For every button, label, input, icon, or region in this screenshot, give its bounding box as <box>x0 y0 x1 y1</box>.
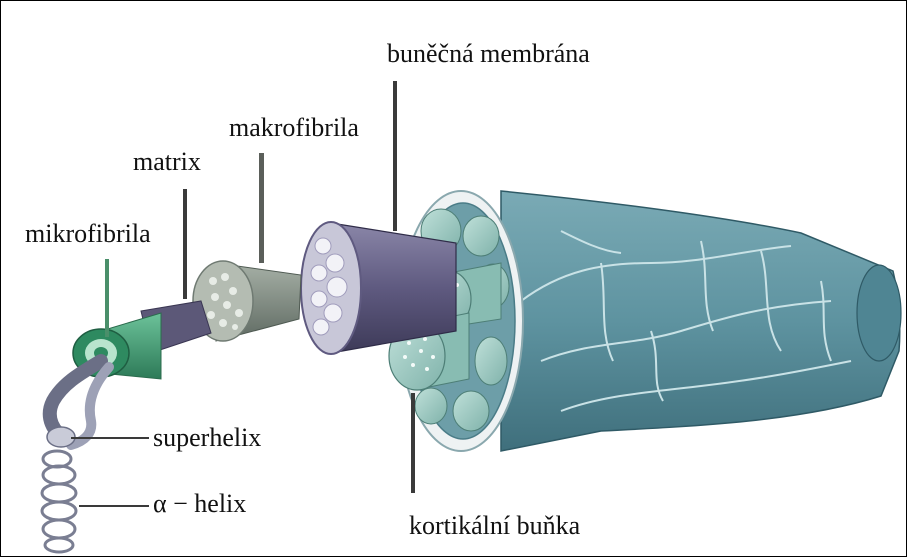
microfibril-leader <box>105 259 109 337</box>
label-macrofibril: makrofibrila <box>229 115 359 141</box>
label-microfibril: mikrofibrila <box>25 221 151 247</box>
alpha-helix-coil <box>42 451 76 552</box>
cortical-cell-leader <box>411 393 415 493</box>
label-matrix: matrix <box>133 149 201 175</box>
matrix-leader <box>183 189 187 299</box>
macrofibril-leader <box>259 153 264 263</box>
label-cell-membrane: buněčná membrána <box>387 41 590 67</box>
membrane-leader <box>393 81 397 231</box>
label-cortical-cell: kortikální buňka <box>409 513 580 539</box>
macrofibril <box>301 222 456 354</box>
superhelix-strands <box>47 361 109 447</box>
label-superhelix: superhelix <box>153 425 261 451</box>
label-alpha-helix: α − helix <box>153 491 246 517</box>
